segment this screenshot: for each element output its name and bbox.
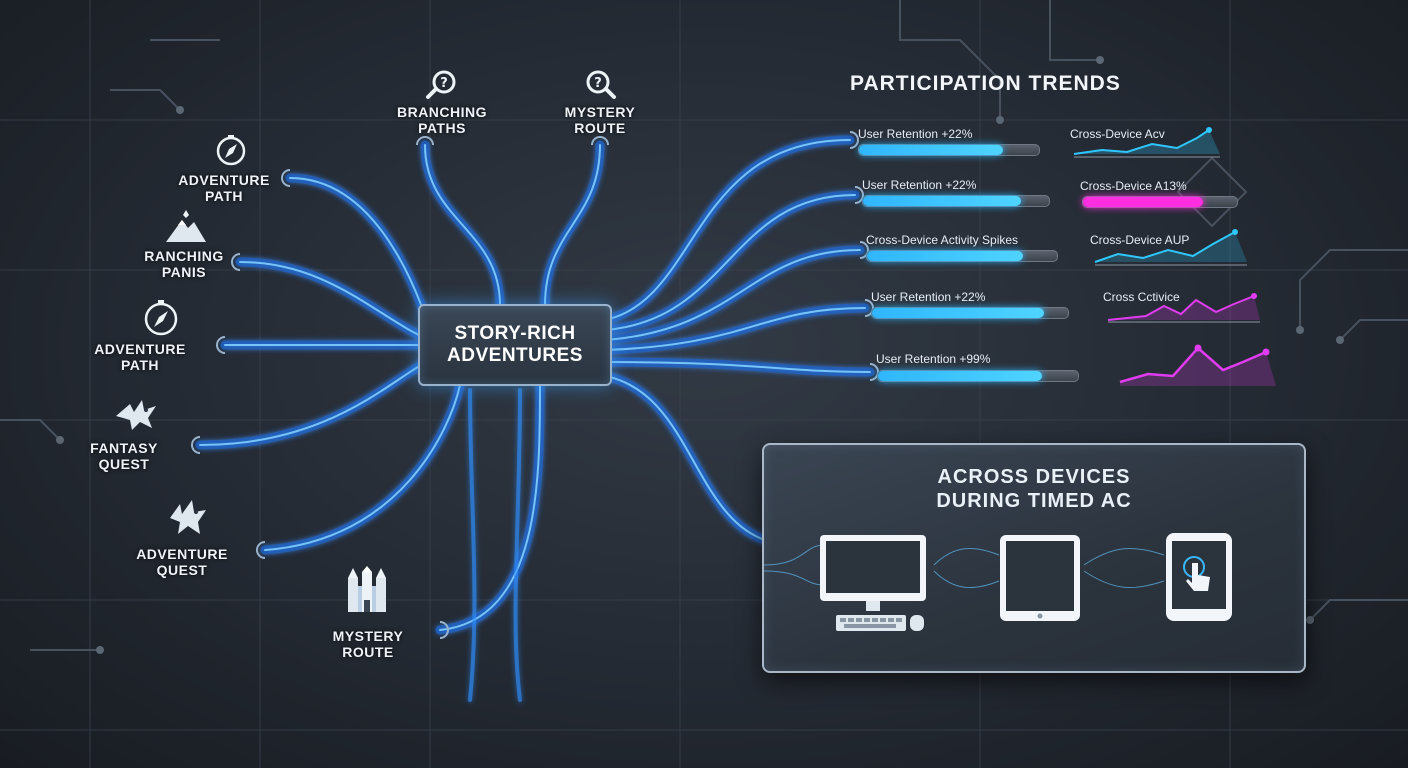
flow-tube <box>435 380 545 635</box>
node-label-line2: QUEST <box>156 562 208 578</box>
flow-tube <box>600 303 870 355</box>
node-label-line1: ADVENTURE <box>178 172 270 188</box>
hub-label-line2: ADVENTURES <box>447 345 583 366</box>
metric-label: User Retention +99% <box>876 352 991 366</box>
left-node-fantasy-quest: FANTASY QUEST <box>64 440 184 472</box>
tablet-icon <box>1000 535 1080 621</box>
metric-bar <box>858 144 1040 156</box>
dragon-icon <box>116 400 156 430</box>
flow-endcap <box>231 253 241 271</box>
participation-trends-title: PARTICIPATION TRENDS <box>850 72 1121 95</box>
flow-endcap <box>849 131 859 149</box>
left-node-ranching-panis: RANCHING PANIS <box>124 248 244 280</box>
node-label-line1: ADVENTURE <box>136 546 228 562</box>
flow-tube <box>195 355 435 450</box>
top-node-branching-paths: BRANCHING PATHS <box>382 104 502 136</box>
node-label-line2: ROUTE <box>574 120 626 136</box>
sparkline <box>1094 229 1247 266</box>
spark-bar-fill <box>1083 197 1204 207</box>
sparkline <box>1107 293 1260 323</box>
node-label-line1: BRANCHING <box>396 104 488 120</box>
node-label-line2: PATH <box>120 357 160 373</box>
metric-label: User Retention +22% <box>871 290 986 304</box>
svg-text:?: ? <box>440 76 448 91</box>
flow-endcap <box>591 136 609 146</box>
node-label-line1: RANCHING <box>144 248 224 264</box>
metric-bar-fill <box>872 308 1045 318</box>
devices-panel-title-line1: ACROSS DEVICES <box>937 466 1131 488</box>
flow-endcap <box>191 436 201 454</box>
flow-endcap <box>216 336 226 354</box>
desktop-computer-icon <box>820 535 926 631</box>
device-connection-lines <box>764 544 1165 589</box>
metric-label: Cross-Device Activity Spikes <box>866 233 1019 247</box>
sparkline <box>1073 127 1220 158</box>
flow-endcap <box>281 169 291 187</box>
spark-bar <box>1082 196 1238 208</box>
spark-label: Cross-Device A13% <box>1080 179 1187 193</box>
metric-bar <box>866 250 1058 262</box>
left-node-adventure-path-2: ADVENTURE PATH <box>80 341 200 373</box>
metric-label: User Retention +22% <box>862 178 977 192</box>
flow-tube <box>260 380 465 555</box>
metric-bar-fill <box>878 371 1042 381</box>
dragon-icon <box>170 500 206 534</box>
compass-icon <box>144 300 178 336</box>
compass-icon <box>216 135 246 166</box>
node-label-line1: FANTASY <box>90 440 158 456</box>
metric-bar-fill <box>859 145 1003 155</box>
node-label-line2: QUEST <box>98 456 150 472</box>
smartphone-touch-icon <box>1166 533 1232 621</box>
devices-panel-title: ACROSS DEVICES DURING TIMED AC <box>764 465 1304 513</box>
flow-endcap <box>256 541 266 559</box>
spark-label: Cross Cctivice <box>1103 290 1180 304</box>
left-node-mystery-route: MYSTERY ROUTE <box>308 628 428 660</box>
devices-panel-title-line2: DURING TIMED AC <box>936 490 1132 512</box>
mountain-icon <box>166 210 206 242</box>
flow-endcap <box>854 186 864 204</box>
metric-bar-fill <box>867 251 1023 261</box>
node-label-line2: PATH <box>204 188 244 204</box>
metric-label: User Retention +22% <box>858 127 973 141</box>
flow-endcap <box>439 621 449 639</box>
node-label-line1: MYSTERY <box>564 104 636 120</box>
node-label-line1: ADVENTURE <box>94 341 186 357</box>
left-node-adventure-path: ADVENTURE PATH <box>164 172 284 204</box>
node-label-line2: ROUTE <box>342 644 394 660</box>
left-node-adventure-quest: ADVENTURE QUEST <box>122 546 242 578</box>
magnifier-question-icon: ? <box>426 70 456 99</box>
metric-bar-fill <box>863 196 1022 206</box>
flow-tube <box>235 257 435 345</box>
flow-tube <box>600 135 855 325</box>
castle-icon <box>348 566 386 612</box>
sparkline <box>1119 344 1276 386</box>
node-label-line2: PANIS <box>161 264 207 280</box>
top-node-mystery-route: MYSTERY ROUTE <box>540 104 660 136</box>
metric-bar <box>871 307 1069 319</box>
spark-label: Cross-Device AUP <box>1090 233 1190 247</box>
hub-story-rich-adventures[interactable]: STORY-RICH ADVENTURES <box>418 304 612 386</box>
flow-endcap <box>416 136 434 146</box>
metric-bar <box>862 195 1050 207</box>
flow-tube <box>285 173 435 335</box>
magnifier-question-icon: ? <box>586 70 616 99</box>
spark-label: Cross-Device Acv <box>1070 127 1165 141</box>
node-label-line1: MYSTERY <box>332 628 404 644</box>
metric-bar <box>877 370 1079 382</box>
svg-text:?: ? <box>594 76 602 91</box>
hub-label-line1: STORY-RICH <box>454 323 576 344</box>
devices-panel: ACROSS DEVICES DURING TIMED AC <box>762 443 1306 673</box>
node-label-line2: PATHS <box>418 120 466 136</box>
